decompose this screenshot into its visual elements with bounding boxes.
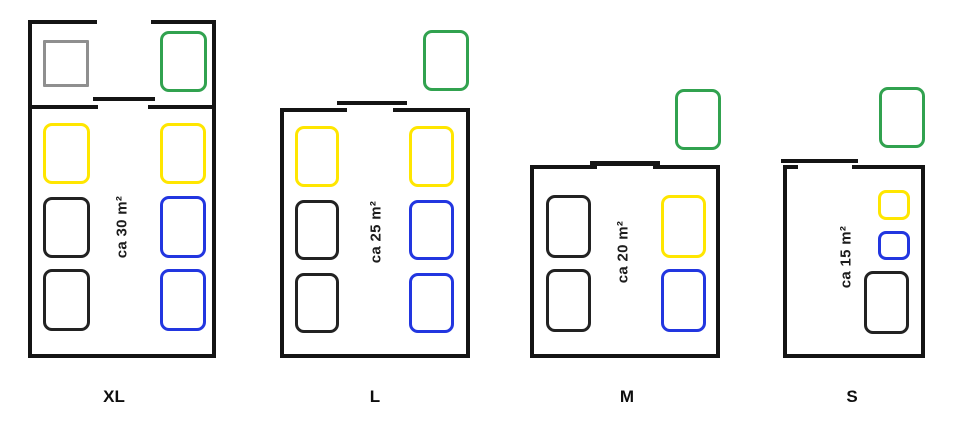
room-m-door-opening: [597, 165, 653, 170]
box-dark-rect: [546, 195, 591, 258]
room-l-size-label: L: [369, 387, 381, 406]
room-xl-area-label: ca 30 m²: [113, 195, 131, 259]
box-green-rect: [675, 89, 721, 150]
box-blue-rect: [409, 200, 454, 260]
room-s-size-label: S: [846, 387, 858, 406]
box-blue-rect: [160, 196, 206, 258]
box-dark-rect: [546, 269, 591, 332]
box-green-rect: [423, 30, 469, 91]
box-blue-rect: [878, 231, 910, 260]
box-blue-rect: [661, 269, 706, 332]
box-blue-rect: [409, 273, 454, 333]
room-m-area-label: ca 20 m²: [614, 220, 632, 284]
box-gray-rect: [43, 40, 89, 87]
room-s-door-leaf: [781, 158, 858, 163]
box-yellow-rect: [43, 123, 90, 184]
box-yellow-rect: [878, 190, 910, 220]
box-dark-rect: [43, 197, 90, 258]
box-dark-rect: [295, 200, 339, 260]
box-yellow-rect: [160, 123, 206, 184]
box-yellow-rect: [409, 126, 454, 187]
box-dark-rect: [43, 269, 90, 331]
box-yellow-rect: [295, 126, 339, 187]
room-xl-door-leaf: [93, 96, 155, 101]
room-l-door-leaf: [337, 100, 407, 105]
room-l-door-opening: [347, 108, 393, 113]
box-dark-rect: [864, 271, 909, 334]
box-blue-rect: [160, 269, 206, 331]
room-s-area-label: ca 15 m²: [837, 225, 855, 289]
room-xl-inner-wall: [148, 104, 214, 109]
room-xl-size-label: XL: [103, 387, 125, 406]
box-green-rect: [160, 31, 207, 92]
box-yellow-rect: [661, 195, 706, 258]
room-m-size-label: M: [619, 387, 635, 406]
room-m-door-leaf: [590, 161, 660, 166]
room-s-door-opening: [798, 165, 852, 170]
box-dark-rect: [295, 273, 339, 333]
room-xl-inner-wall: [30, 104, 98, 109]
room-s-outline: [783, 165, 925, 358]
box-green-rect: [879, 87, 925, 148]
room-l-area-label: ca 25 m²: [367, 200, 385, 264]
room-xl-door-opening: [97, 20, 151, 25]
